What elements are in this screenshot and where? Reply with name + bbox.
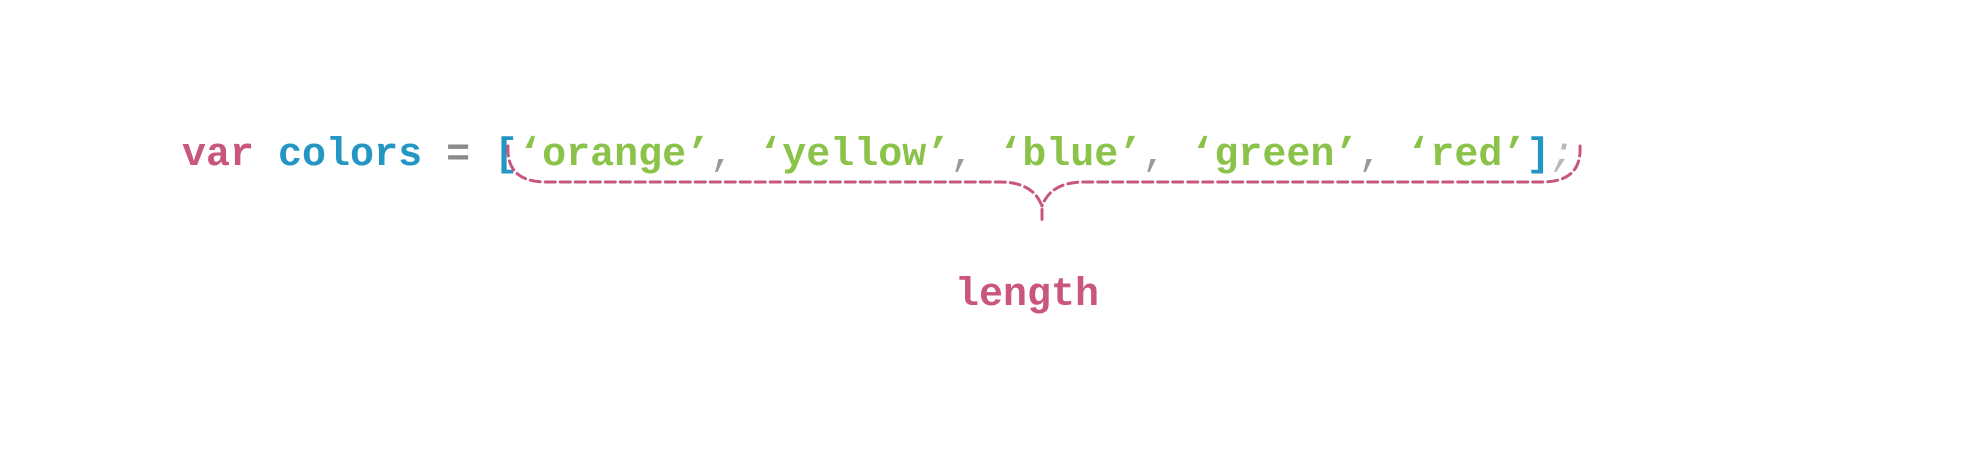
brace-right-arm (1040, 144, 1582, 208)
array-item-red: ‘red’ (1406, 133, 1527, 178)
array-item-green: ‘green’ (1190, 133, 1359, 178)
array-item-blue: ‘blue’ (998, 133, 1143, 178)
assignment-operator: = (446, 133, 471, 178)
separator-comma: , (950, 133, 975, 178)
array-item-orange: ‘orange’ (518, 133, 711, 178)
array-item-yellow: ‘yellow’ (758, 133, 951, 178)
var-keyword: var (182, 133, 255, 178)
separator-comma: , (1142, 133, 1167, 178)
colors-identifier: colors (278, 133, 423, 178)
code-statement: var colors = [‘orange’, ‘yellow’, ‘blue’… (134, 66, 1574, 178)
close-bracket: ] (1526, 133, 1551, 178)
separator-comma: , (1358, 133, 1383, 178)
brace-left-arm (506, 144, 1044, 222)
separator-comma: , (710, 133, 735, 178)
length-label: length (955, 273, 1100, 318)
semicolon: ; (1550, 133, 1575, 178)
